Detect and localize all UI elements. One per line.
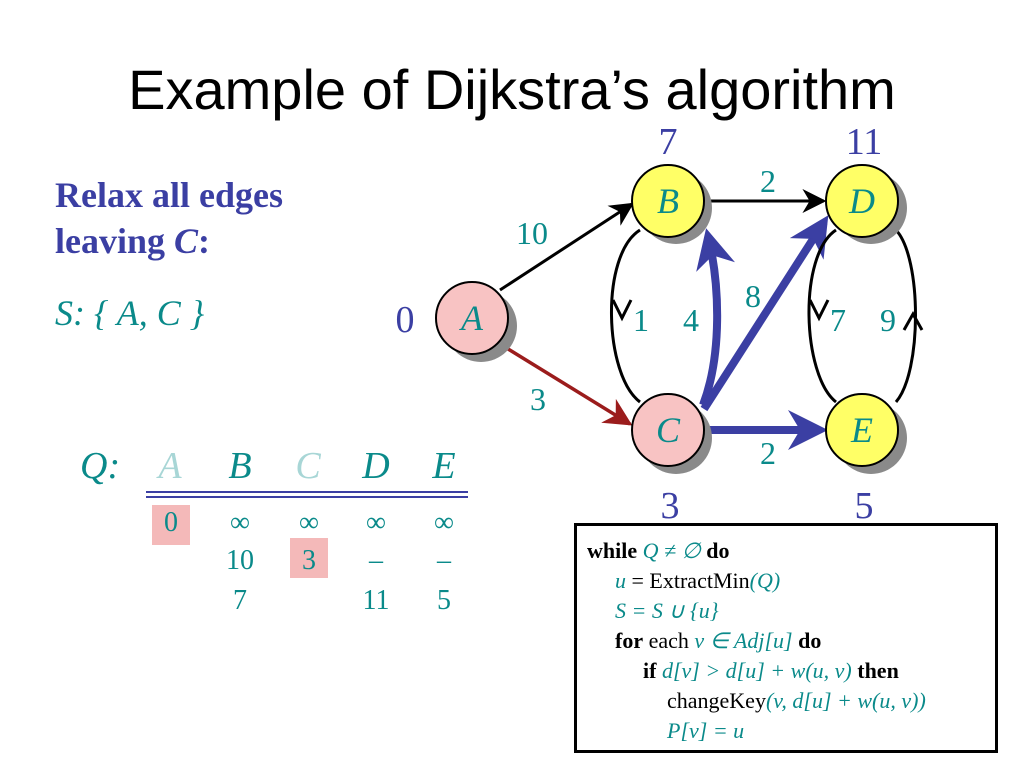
code-expr: u xyxy=(615,568,626,593)
node-label-d: D xyxy=(848,181,875,221)
queue-header-c: C xyxy=(295,445,321,487)
queue-divider-top xyxy=(146,491,468,493)
queue-cell: 10 xyxy=(226,545,254,576)
queue-cell: ∞ xyxy=(299,507,319,538)
dist-d: 11 xyxy=(846,121,883,163)
queue-label: Q: xyxy=(80,445,121,487)
edge-d-e-arrowhead xyxy=(808,299,830,322)
pseudocode-box: while Q ≠ ∅ do u = ExtractMin(Q) S = S ∪… xyxy=(574,523,998,753)
queue-cell: ∞ xyxy=(366,507,386,538)
queue-divider-bottom xyxy=(146,496,468,498)
code-line-2: u = ExtractMin(Q) xyxy=(587,566,995,596)
queue-cell: ∞ xyxy=(230,507,250,538)
code-expr: (Q) xyxy=(749,568,781,593)
dist-c: 3 xyxy=(661,485,680,527)
queue-cell: 3 xyxy=(302,545,316,576)
weight-c-b: 4 xyxy=(683,302,699,338)
dist-a: 0 xyxy=(396,299,415,341)
node-a xyxy=(435,281,509,355)
dist-e: 5 xyxy=(855,485,874,527)
edge-b-c-arrowhead xyxy=(611,299,633,322)
code-text: each xyxy=(643,628,695,653)
node-label-b: B xyxy=(657,181,679,221)
weight-d-e: 7 xyxy=(830,302,846,338)
step-line-2-prefix: leaving xyxy=(55,221,175,261)
step-line-1: Relax all edges xyxy=(55,175,283,215)
code-expr: S = S ∪ {u} xyxy=(615,598,719,623)
code-keyword: then xyxy=(857,658,899,683)
code-line-1: while Q ≠ ∅ do xyxy=(587,536,995,566)
code-line-3: S = S ∪ {u} xyxy=(587,596,995,626)
queue-cell: 11 xyxy=(362,585,390,616)
step-line-2-var: C xyxy=(174,221,199,261)
weight-e-d: 9 xyxy=(880,302,896,338)
node-d xyxy=(825,164,899,238)
visited-set: S: { A, C } xyxy=(55,293,205,333)
weight-c-e: 2 xyxy=(760,435,776,471)
queue-cell: ∞ xyxy=(434,507,454,538)
edge-d-e xyxy=(807,228,837,404)
queue-cell: 0 xyxy=(164,507,178,538)
dist-b: 7 xyxy=(659,121,678,163)
queue-header-d: D xyxy=(362,445,390,487)
node-c xyxy=(631,393,705,467)
edge-e-d xyxy=(894,228,917,403)
code-func: changeKey xyxy=(667,688,766,713)
slide-title: Example of Dijkstra’s algorithm xyxy=(128,58,896,121)
code-line-5: if d[v] > d[u] + w(u, v) then xyxy=(587,656,995,686)
node-label-c: C xyxy=(656,410,681,450)
step-line-2: leaving C: xyxy=(55,218,283,264)
code-keyword: do xyxy=(798,628,822,653)
step-description: Relax all edges leaving C: xyxy=(55,172,283,264)
code-expr: (v, d[u] + w(u, v)) xyxy=(765,688,926,713)
code-keyword: do xyxy=(706,538,730,563)
node-b xyxy=(631,164,705,238)
code-func: ExtractMin xyxy=(649,568,750,593)
weight-b-c: 1 xyxy=(633,302,649,338)
queue-cell: – xyxy=(437,545,451,576)
queue-highlight-c xyxy=(290,538,328,578)
queue-cell: 7 xyxy=(233,585,247,616)
weight-b-d: 2 xyxy=(760,163,776,199)
code-expr: P[v] = u xyxy=(667,718,745,743)
edge-c-d xyxy=(700,215,829,412)
node-e xyxy=(825,393,899,467)
weight-c-d: 8 xyxy=(745,278,761,314)
queue-header-e: E xyxy=(432,445,456,487)
code-line-6: changeKey(v, d[u] + w(u, v)) xyxy=(587,686,995,716)
edge-a-c xyxy=(499,342,633,426)
step-line-2-suffix: : xyxy=(198,221,211,261)
node-label-a: A xyxy=(459,298,484,338)
weight-a-b: 10 xyxy=(516,215,548,251)
code-keyword: while xyxy=(587,538,638,563)
weight-a-c: 3 xyxy=(530,381,546,417)
edge-c-b xyxy=(696,228,736,407)
code-expr: Q ≠ ∅ xyxy=(642,538,701,563)
code-line-4: for each v ∈ Adj[u] do xyxy=(587,626,995,656)
code-expr: d[v] > d[u] + w(u, v) xyxy=(661,658,852,683)
code-keyword: for xyxy=(615,628,644,653)
queue-cell: 5 xyxy=(437,585,451,616)
edge-e-d-arrowhead xyxy=(902,310,924,331)
queue-header-a: A xyxy=(158,445,182,487)
node-label-e: E xyxy=(850,410,873,450)
edge-a-b xyxy=(499,202,635,292)
code-expr: v ∈ Adj[u] xyxy=(694,628,793,653)
queue-cell: – xyxy=(369,545,383,576)
edge-b-c xyxy=(610,228,641,404)
code-text: = xyxy=(626,568,650,593)
code-line-7: P[v] = u xyxy=(587,716,995,746)
queue-highlight-a xyxy=(152,505,190,545)
queue-header-b: B xyxy=(228,445,252,487)
code-keyword: if xyxy=(643,658,657,683)
